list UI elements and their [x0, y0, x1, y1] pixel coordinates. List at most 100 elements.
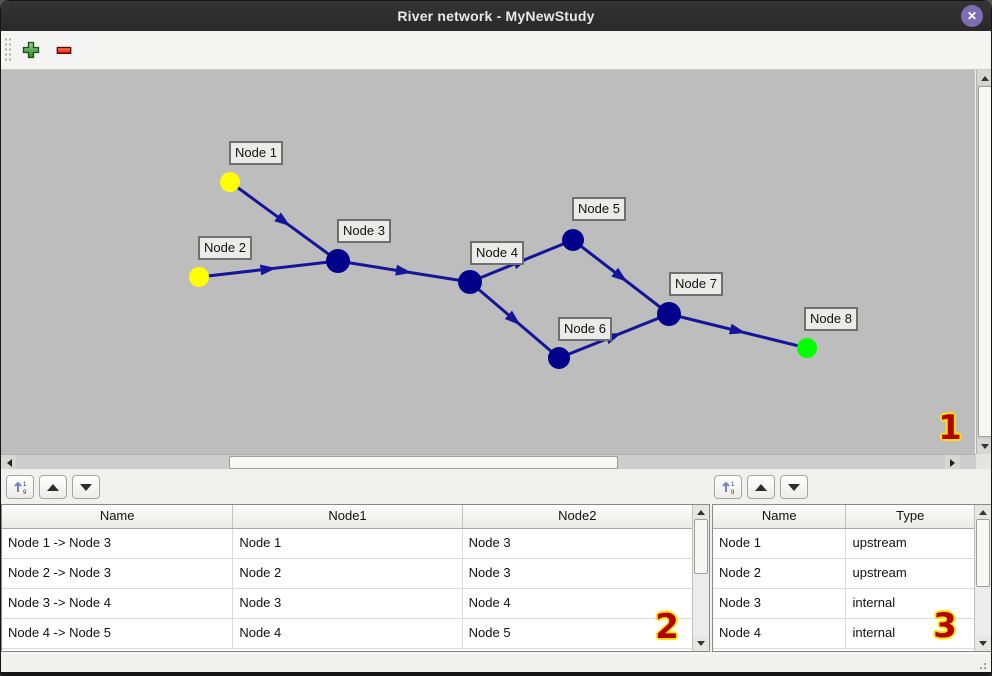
- sort-rows-icon: 1 9: [722, 481, 735, 495]
- node-label[interactable]: Node 8: [804, 307, 858, 331]
- network-node[interactable]: [562, 229, 584, 251]
- toolbar-drag-handle[interactable]: [4, 37, 11, 63]
- add-node-button[interactable]: [20, 39, 42, 61]
- column-header[interactable]: Type: [846, 505, 975, 528]
- scroll-right-button[interactable]: [945, 455, 960, 470]
- table-cell[interactable]: Node 1: [233, 529, 463, 558]
- arrow-up-icon: [981, 72, 989, 81]
- node-label[interactable]: Node 1: [229, 141, 283, 165]
- arrow-down-icon: [788, 483, 800, 497]
- arrow-left-icon: [3, 458, 12, 467]
- table-cell[interactable]: Node 2: [713, 559, 847, 588]
- node-label[interactable]: Node 5: [572, 197, 626, 221]
- scroll-up-button[interactable]: [693, 505, 709, 519]
- scrollbar-thumb[interactable]: [694, 519, 708, 574]
- network-node[interactable]: [657, 302, 681, 326]
- scrollbar-thumb[interactable]: [229, 456, 618, 469]
- table-cell[interactable]: Node 1 -> Node 3: [2, 529, 234, 558]
- canvas-horizontal-scrollbar[interactable]: [1, 454, 976, 470]
- arrow-down-icon: [697, 641, 705, 650]
- canvas-vertical-scrollbar[interactable]: [976, 70, 991, 454]
- links-table-scrollbar[interactable]: [692, 505, 709, 651]
- network-node[interactable]: [189, 267, 209, 287]
- scroll-left-button[interactable]: [1, 455, 16, 470]
- nodes-table-scrollbar[interactable]: [974, 505, 991, 651]
- scrollbar-thumb[interactable]: [978, 86, 991, 437]
- table-cell[interactable]: Node 2: [233, 559, 463, 588]
- table-cell[interactable]: Node 4: [713, 619, 847, 648]
- table-cell[interactable]: Node 3: [463, 529, 693, 558]
- nodes-move-up-button[interactable]: [747, 475, 775, 499]
- network-node[interactable]: [220, 172, 240, 192]
- scroll-down-button[interactable]: [693, 637, 709, 651]
- arrow-up-icon: [979, 506, 987, 515]
- scroll-up-button[interactable]: [975, 505, 991, 519]
- network-node[interactable]: [458, 270, 482, 294]
- window-border: [1, 672, 991, 675]
- table-cell[interactable]: upstream: [846, 559, 975, 588]
- resize-grip-icon[interactable]: [975, 658, 988, 671]
- table-cell[interactable]: Node 3 -> Node 4: [2, 589, 234, 618]
- table-cell[interactable]: Node 1: [713, 529, 847, 558]
- network-canvas[interactable]: Node 1 Node 2 Node 3 Node 4 Node 5 Node 6 Node…: [1, 70, 975, 454]
- node-label[interactable]: Node 6: [558, 317, 612, 341]
- network-node[interactable]: [326, 249, 350, 273]
- status-bar: [1, 653, 991, 675]
- scroll-up-button[interactable]: [977, 70, 991, 85]
- minus-icon: [56, 46, 72, 55]
- links-move-up-button[interactable]: [39, 475, 67, 499]
- arrow-up-icon: [697, 506, 705, 515]
- table-cell[interactable]: Node 2 -> Node 3: [2, 559, 234, 588]
- arrow-right-icon: [949, 458, 959, 467]
- annotation-2: 2: [655, 607, 679, 647]
- node-label[interactable]: Node 7: [669, 272, 723, 296]
- table-cell[interactable]: Node 4: [233, 619, 463, 648]
- node-label[interactable]: Node 4: [470, 241, 524, 265]
- edge-arrow-icon: [728, 323, 746, 335]
- node-label[interactable]: Node 2: [198, 236, 252, 260]
- network-node[interactable]: [548, 347, 570, 369]
- table-cell[interactable]: upstream: [846, 529, 975, 558]
- edge-arrow-icon: [611, 267, 628, 282]
- close-icon: ✕: [966, 9, 978, 23]
- links-move-down-button[interactable]: [72, 475, 100, 499]
- network-node[interactable]: [797, 338, 817, 358]
- table-cell[interactable]: Node 3: [713, 589, 847, 618]
- table-cell[interactable]: Node 3: [463, 559, 693, 588]
- table-cell[interactable]: Node 4 -> Node 5: [2, 619, 234, 648]
- remove-node-button[interactable]: [53, 39, 75, 61]
- scroll-down-button[interactable]: [977, 439, 991, 454]
- sort-rows-icon: 1 9: [14, 481, 27, 495]
- table-cell[interactable]: Node 3: [233, 589, 463, 618]
- scrollbar-thumb[interactable]: [976, 519, 990, 587]
- svg-text:1: 1: [731, 482, 735, 488]
- close-button[interactable]: ✕: [961, 5, 983, 27]
- edge-arrow-icon: [259, 264, 277, 276]
- node-label[interactable]: Node 3: [337, 219, 391, 243]
- nodes-sort-button[interactable]: 1 9: [714, 475, 742, 499]
- nodes-move-down-button[interactable]: [780, 475, 808, 499]
- links-sort-button[interactable]: 1 9: [6, 475, 34, 499]
- titlebar[interactable]: River network - MyNewStudy ✕: [1, 1, 991, 31]
- column-header[interactable]: Node2: [463, 505, 693, 528]
- column-header[interactable]: Node1: [233, 505, 463, 528]
- annotation-3: 3: [933, 606, 957, 646]
- edge-arrow-icon: [274, 212, 291, 227]
- svg-text:9: 9: [731, 490, 735, 495]
- scroll-down-button[interactable]: [975, 637, 991, 651]
- column-header[interactable]: Name: [2, 505, 234, 528]
- column-header[interactable]: Name: [713, 505, 847, 528]
